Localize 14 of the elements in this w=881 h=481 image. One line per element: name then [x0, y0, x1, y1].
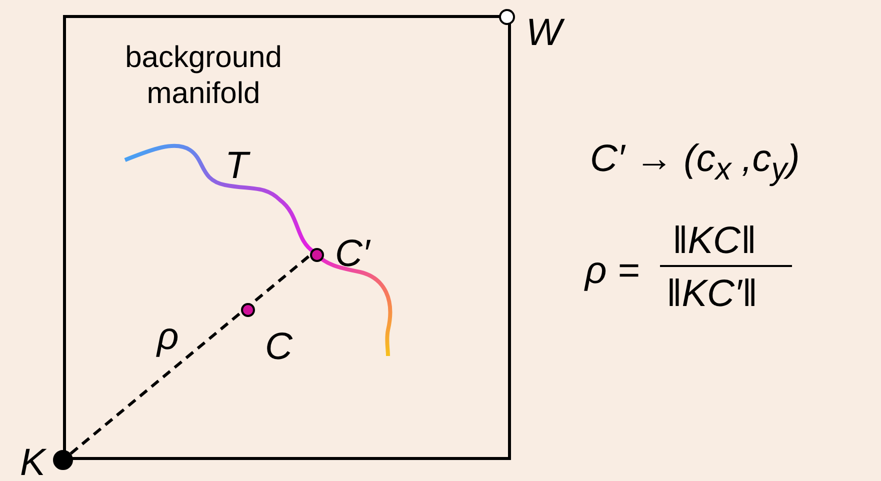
- box-title: background manifold: [124, 40, 283, 112]
- ratio-formula: ρ =: [585, 252, 640, 290]
- point-label: C′: [335, 235, 370, 273]
- point-dot: [241, 303, 255, 317]
- norm-expression: ‖KC‖: [672, 222, 756, 260]
- manifold-box: [63, 15, 511, 460]
- point-label: K: [20, 444, 46, 481]
- point-dot: [310, 248, 324, 262]
- curve-label: T: [225, 147, 248, 185]
- norm-expression: ‖KC′‖: [666, 275, 758, 313]
- point-label: C: [265, 328, 292, 366]
- point-dot: [53, 450, 73, 470]
- mapping-formula: C′ → (c$_{x}$ ,c$_{y}$): [590, 140, 800, 186]
- point-dot: [499, 9, 515, 25]
